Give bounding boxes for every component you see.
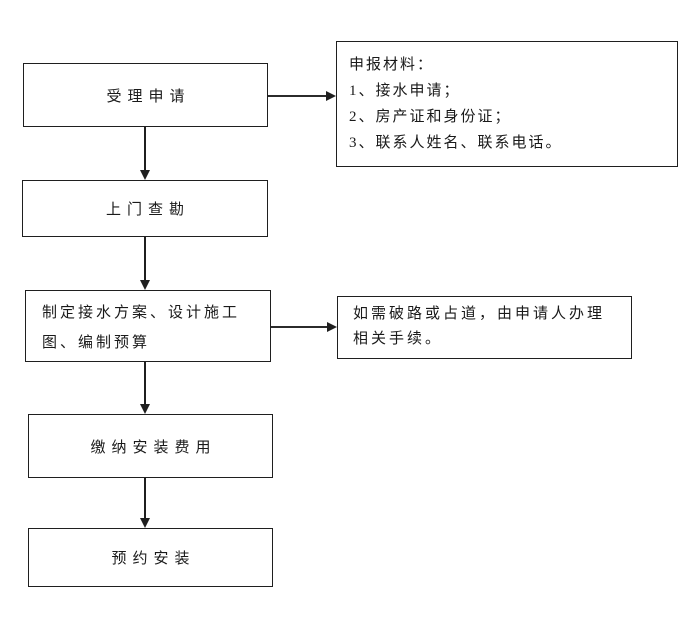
arrow-plan-to-payment xyxy=(140,362,150,414)
note-line: 3、联系人姓名、联系电话。 xyxy=(349,135,563,151)
arrow-payment-to-schedule xyxy=(140,478,150,528)
arrow-line xyxy=(144,127,146,171)
note-line: 申报材料： xyxy=(349,57,435,73)
arrow-survey-to-plan xyxy=(140,237,150,290)
arrowhead-right-icon xyxy=(326,91,336,101)
note-road-permit: 如需破路或占道，由申请人办理相关手续。 xyxy=(337,296,632,359)
flow-step-label: 受理申请 xyxy=(106,88,191,105)
arrow-line xyxy=(144,478,146,519)
arrowhead-down-icon xyxy=(140,518,150,528)
flow-step-onsite-survey: 上门查勘 xyxy=(22,180,268,237)
flow-step-schedule-installation: 预约安装 xyxy=(28,528,273,587)
flow-step-label: 缴纳安装费用 xyxy=(90,439,217,456)
note-text: 如需破路或占道，由申请人办理相关手续。 xyxy=(353,306,606,347)
arrow-line xyxy=(268,95,327,97)
flow-step-plan-design-budget: 制定接水方案、设计施工图、编制预算 xyxy=(25,290,271,362)
note-application-materials: 申报材料： 1、接水申请； 2、房产证和身份证； 3、联系人姓名、联系电话。 xyxy=(336,41,678,167)
arrow-line xyxy=(144,362,146,405)
note-line: 1、接水申请； xyxy=(349,83,461,99)
flow-step-accept-application: 受理申请 xyxy=(23,63,268,127)
arrowhead-down-icon xyxy=(140,170,150,180)
note-line: 2、房产证和身份证； xyxy=(349,109,512,125)
arrow-plan-to-road-note xyxy=(271,322,337,332)
arrow-accept-to-materials-note xyxy=(268,91,336,101)
arrowhead-down-icon xyxy=(140,404,150,414)
arrow-line xyxy=(271,326,328,328)
arrow-accept-to-survey xyxy=(140,127,150,180)
flow-step-label: 制定接水方案、设计施工图、编制预算 xyxy=(42,305,241,351)
arrowhead-down-icon xyxy=(140,280,150,290)
arrowhead-right-icon xyxy=(327,322,337,332)
flow-step-pay-installation-fee: 缴纳安装费用 xyxy=(28,414,273,478)
arrow-line xyxy=(144,237,146,281)
flow-step-label: 预约安装 xyxy=(111,551,196,567)
flow-step-label: 上门查勘 xyxy=(105,202,190,218)
